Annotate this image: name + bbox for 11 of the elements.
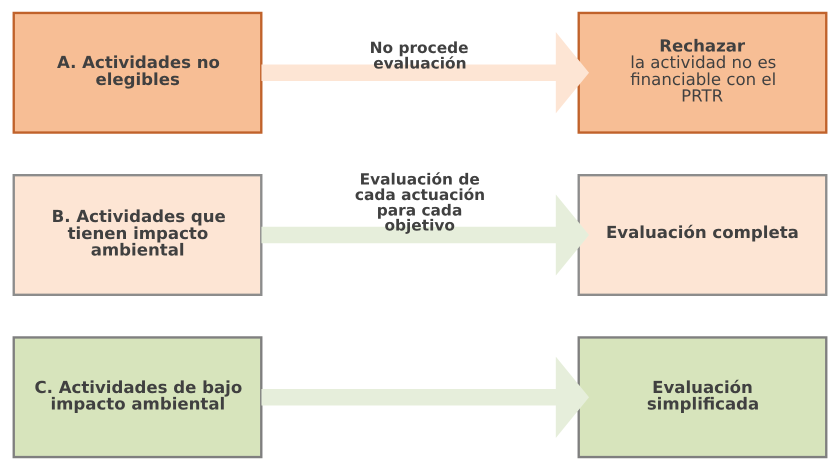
node-box: C. Actividades de bajo impacto ambiental: [12, 336, 262, 458]
node-box: A. Actividades no elegibles: [12, 12, 262, 134]
arrow: [261, 356, 590, 438]
node-box: Rechazar la actividad no es financiable con el PRTR: [578, 12, 828, 134]
node-box: B. Actividades que tienen impacto ambiental: [12, 174, 262, 296]
node-box: Evaluación completa: [578, 174, 828, 296]
edge-label: No procede evaluación: [370, 39, 469, 72]
arrow: [261, 194, 590, 276]
arrow: [261, 32, 590, 114]
node-box: Evaluación simplificada: [578, 336, 828, 458]
edge-label: Evaluación de cada actuación para cada objetivo: [354, 170, 486, 235]
